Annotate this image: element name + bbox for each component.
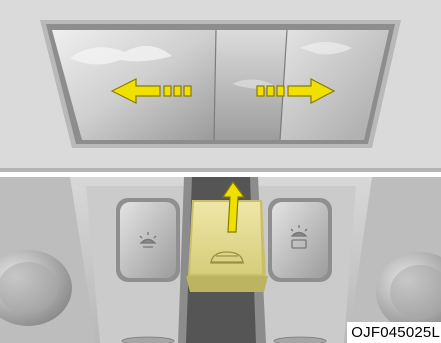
panel-divider <box>0 172 441 177</box>
right-map-light-button <box>268 198 332 282</box>
overhead-console-panel <box>0 177 441 343</box>
left-map-light-button <box>116 198 180 282</box>
sunroof-tilt-switch <box>186 200 268 292</box>
figure-code-label: OJF045025L <box>347 322 441 343</box>
sunroof-panel <box>0 0 441 172</box>
